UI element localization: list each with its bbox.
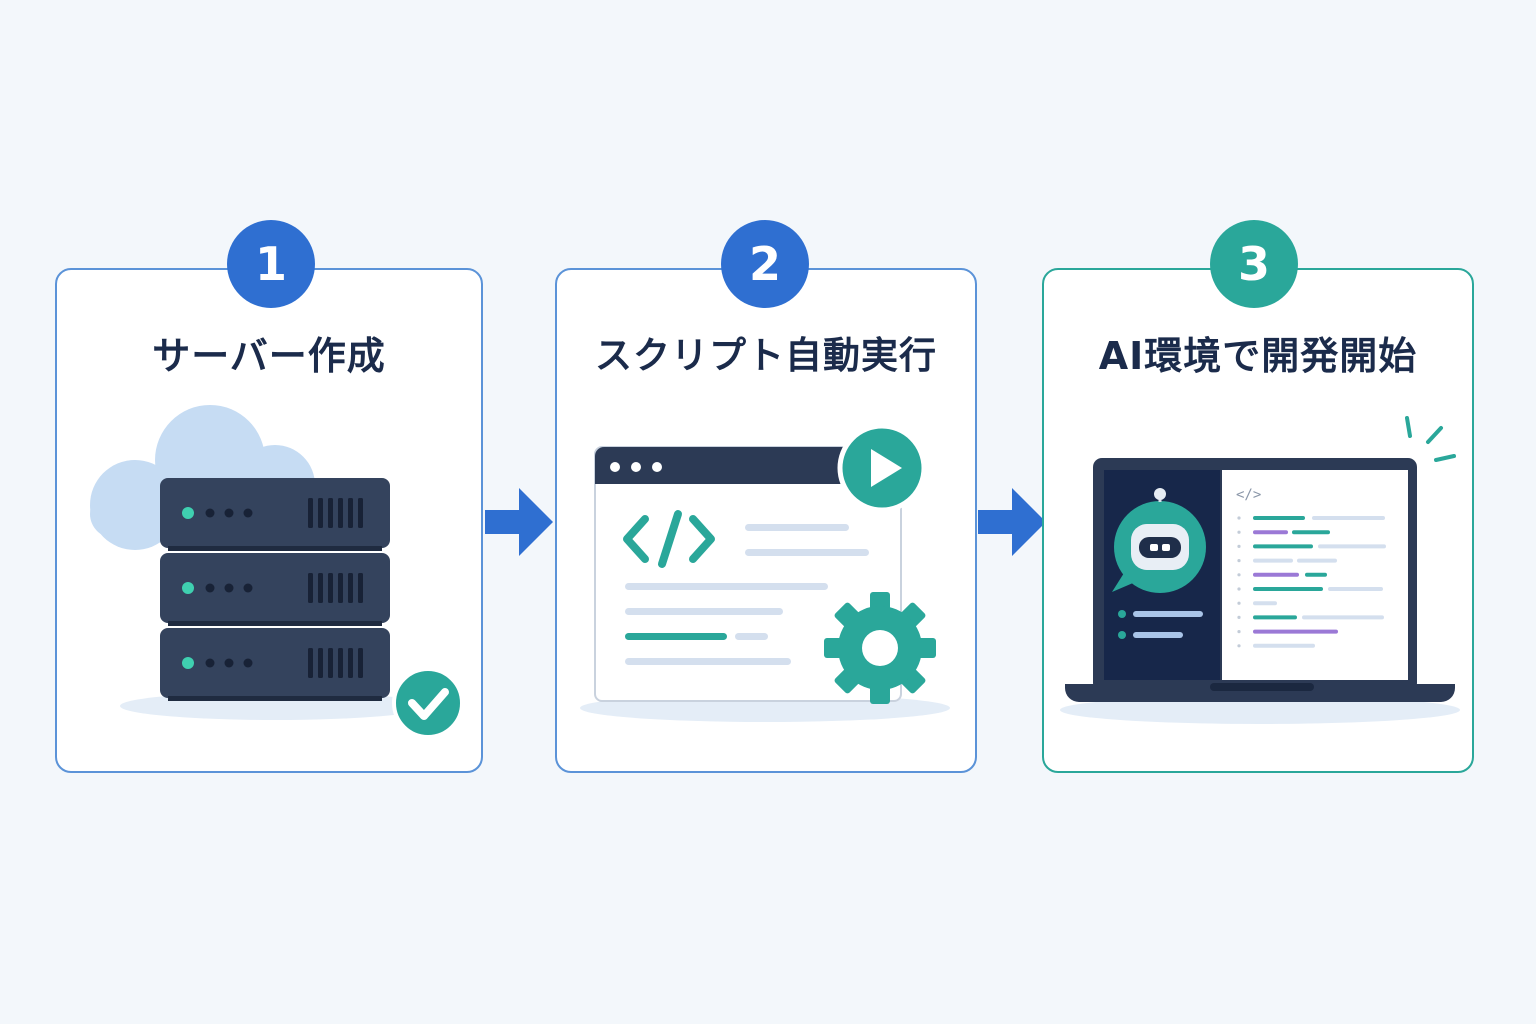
script-window-illustration	[580, 423, 950, 722]
arrow-right-icon	[485, 488, 553, 556]
robot-icon	[1112, 488, 1206, 593]
script-window-icon	[594, 446, 902, 702]
server-unit	[160, 553, 390, 626]
server-unit	[160, 628, 390, 701]
play-icon	[837, 423, 927, 513]
sparkle-icon	[1405, 416, 1456, 462]
shadow	[1060, 696, 1460, 724]
code-tag-text: </>	[1236, 487, 1261, 503]
code-brackets-icon	[623, 510, 715, 568]
server-stack-illustration	[90, 405, 464, 739]
server-unit	[160, 478, 390, 551]
step-title-2: スクリプト自動実行	[595, 334, 937, 377]
code-lines	[1237, 516, 1386, 648]
gear-icon	[824, 592, 936, 704]
step-title-1: サーバー作成	[152, 334, 386, 378]
step-number-badge-2: 2	[721, 220, 809, 308]
laptop-ai-icon: </>	[1065, 458, 1455, 702]
laptop-ai-illustration: </>	[1060, 416, 1460, 724]
step-number-badge-1: 1	[227, 220, 315, 308]
step-title-3: AI環境で開発開始	[1098, 334, 1418, 378]
arrow-right-icon	[978, 488, 1046, 556]
check-icon	[392, 667, 464, 739]
step-number-badge-3: 3	[1210, 220, 1298, 308]
server-icon	[160, 478, 390, 701]
